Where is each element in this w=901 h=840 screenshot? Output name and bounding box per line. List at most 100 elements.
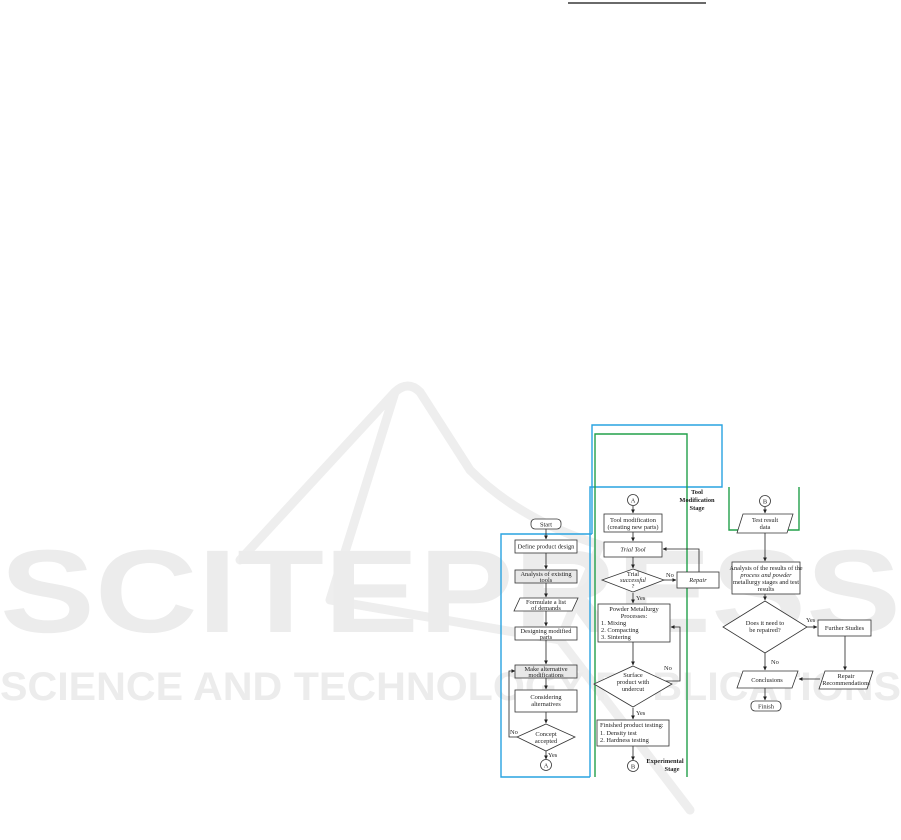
test-result-parallelogram <box>736 513 794 534</box>
analysis-tools-node: Analysis of existing tools <box>514 569 578 584</box>
concept-accepted-node: Concept accepted <box>516 723 576 752</box>
pm-processes-label-line5: 3. Sintering <box>601 634 632 641</box>
considering-box <box>514 689 578 713</box>
trial-successful-label-line1: Trial <box>627 571 639 578</box>
connector-b-bottom: B <box>627 760 639 772</box>
connector-a-top: A <box>627 494 639 506</box>
connector-a-bottom: A <box>540 759 552 771</box>
repair-box <box>676 571 720 589</box>
experimental-stage-label-line1: Experimental <box>646 758 683 765</box>
experimental-stage-label-line2: Stage <box>665 766 680 773</box>
analysis-results-node: Analysis of the results of the process a… <box>729 561 803 595</box>
finished-testing-label-line1: Finished product testing: <box>600 722 664 729</box>
pm-processes-node: Powder Metallurgy Processes: 1. Mixing 2… <box>597 603 671 643</box>
analysis-nodes: B Test result data Analysis of the resul… <box>722 495 874 712</box>
considering-label-line1: Considering <box>530 694 562 701</box>
surface-product-label-line3: undercut <box>622 686 645 693</box>
need-repair-label-line1: Does it need to <box>746 620 785 627</box>
define-design-label: Define product design <box>518 544 576 551</box>
make-alternatives-label-line1: Make alternative <box>524 666 567 673</box>
test-result-node: Test result data <box>736 513 794 534</box>
further-studies-box <box>817 619 872 637</box>
flow-edges <box>508 506 847 761</box>
tool-stage-label-line3: Stage <box>690 505 705 512</box>
start-node: Start <box>530 518 562 530</box>
trial-successful-diamond <box>600 568 666 593</box>
trial-tool-box <box>603 541 663 558</box>
repair-recommendations-parallelogram <box>818 670 874 690</box>
edge-concept-no-loop <box>508 669 517 738</box>
define-design-node: Define product design <box>514 539 578 554</box>
tool-modification-label-line1: Tool modification <box>610 517 657 524</box>
conclusions-parallelogram <box>736 670 799 689</box>
designing-parts-label-line2: parts <box>540 634 553 641</box>
need-repair-yes-label: Yes <box>806 617 816 624</box>
considering-node: Considering alternatives <box>514 689 578 713</box>
pm-processes-label-line3: 1. Mixing <box>601 620 627 627</box>
publisher-watermark: SCITEPRESS SCIENCE AND TECHNOLOGY PUBLIC… <box>0 381 901 815</box>
finished-testing-node: Finished product testing: 1. Density tes… <box>596 719 670 747</box>
tool-modification-node: Tool modification (creating new parts) <box>603 513 663 533</box>
edge-surface-no-loop <box>663 625 681 682</box>
connector-a-bottom-label: A <box>544 763 549 770</box>
tool-modification-box <box>603 513 663 533</box>
start-terminator <box>530 518 562 530</box>
conclusions-label: Conclusions <box>751 677 783 684</box>
repair-recommendations-node: Repair Recommendations <box>818 670 874 690</box>
further-studies-label: Further Studies <box>825 625 865 632</box>
experimental-stage-border <box>594 433 688 777</box>
need-repair-node: Does it need to be repaired? <box>722 600 808 654</box>
trial-no-label: No <box>666 572 674 579</box>
surface-product-node: Surface product with undercut <box>593 665 673 708</box>
pm-processes-box <box>597 603 671 643</box>
edge-repair-trial <box>662 547 700 572</box>
connector-a-bottom-circle <box>540 759 552 771</box>
connector-b-top-circle <box>759 495 771 507</box>
need-repair-label-line2: be repaired? <box>749 627 781 634</box>
connector-b-top-label: B <box>763 499 767 506</box>
repair-label: Repair <box>688 577 707 584</box>
connector-b-bottom-circle <box>627 760 639 772</box>
make-alternatives-box <box>514 664 578 679</box>
pm-processes-label-line1: Powder Metallurgy <box>609 606 659 613</box>
surface-yes-label: Yes <box>636 710 646 717</box>
make-alternatives-node: Make alternative modifications <box>514 664 578 679</box>
test-result-label-line1: Test result <box>752 517 779 524</box>
concept-yes-label: Yes <box>548 752 558 759</box>
considering-label-line2: alternatives <box>531 701 561 708</box>
tool-modification-nodes: A Tool modification (creating new parts)… <box>600 494 720 602</box>
surface-product-label-line1: Surface <box>623 672 643 679</box>
designing-parts-node: Designing modified parts <box>514 626 578 641</box>
repair-node: Repair <box>676 571 720 589</box>
trial-successful-node: Trial successful ? <box>600 568 666 593</box>
surface-product-label-line2: product with <box>617 679 650 686</box>
make-alternatives-label-line2: modifications <box>528 672 564 679</box>
repair-recommendations-label-line1: Repair <box>837 673 855 680</box>
finished-testing-box <box>596 719 670 747</box>
designing-parts-label-line1: Designing modified <box>521 628 573 635</box>
analysis-results-label-line3: metallurgy stages and test <box>733 579 799 586</box>
tool-stage-label-line1: Tool <box>691 489 703 496</box>
trial-successful-label-line3: ? <box>632 583 635 590</box>
concept-accepted-label-line1: Concept <box>535 731 557 738</box>
trial-successful-label-line2: successful <box>620 577 646 584</box>
analysis-tools-box <box>514 569 578 584</box>
surface-product-diamond <box>593 665 673 708</box>
list-demands-node: Formulate a list of demands <box>513 597 579 612</box>
concept-accepted-diamond <box>516 723 576 752</box>
designing-parts-box <box>514 626 578 641</box>
trial-tool-node: Trial Tool <box>603 541 663 558</box>
conclusions-node: Conclusions <box>736 670 799 689</box>
further-studies-node: Further Studies <box>817 619 872 637</box>
analysis-results-label-line4: results <box>758 586 775 593</box>
connector-b-top: B <box>759 495 771 507</box>
analysis-results-label-line2: process and powder <box>739 572 792 579</box>
list-demands-label-line1: Formulate a list <box>526 599 566 606</box>
concept-accepted-label-line2: accepted <box>535 738 558 745</box>
connector-b-bottom-label: B <box>631 764 635 771</box>
pm-processes-label-line2: Processes: <box>621 613 648 620</box>
list-demands-label-line2: of demands <box>531 605 561 612</box>
connector-a-top-circle <box>627 494 639 506</box>
design-stage-border <box>500 533 592 778</box>
